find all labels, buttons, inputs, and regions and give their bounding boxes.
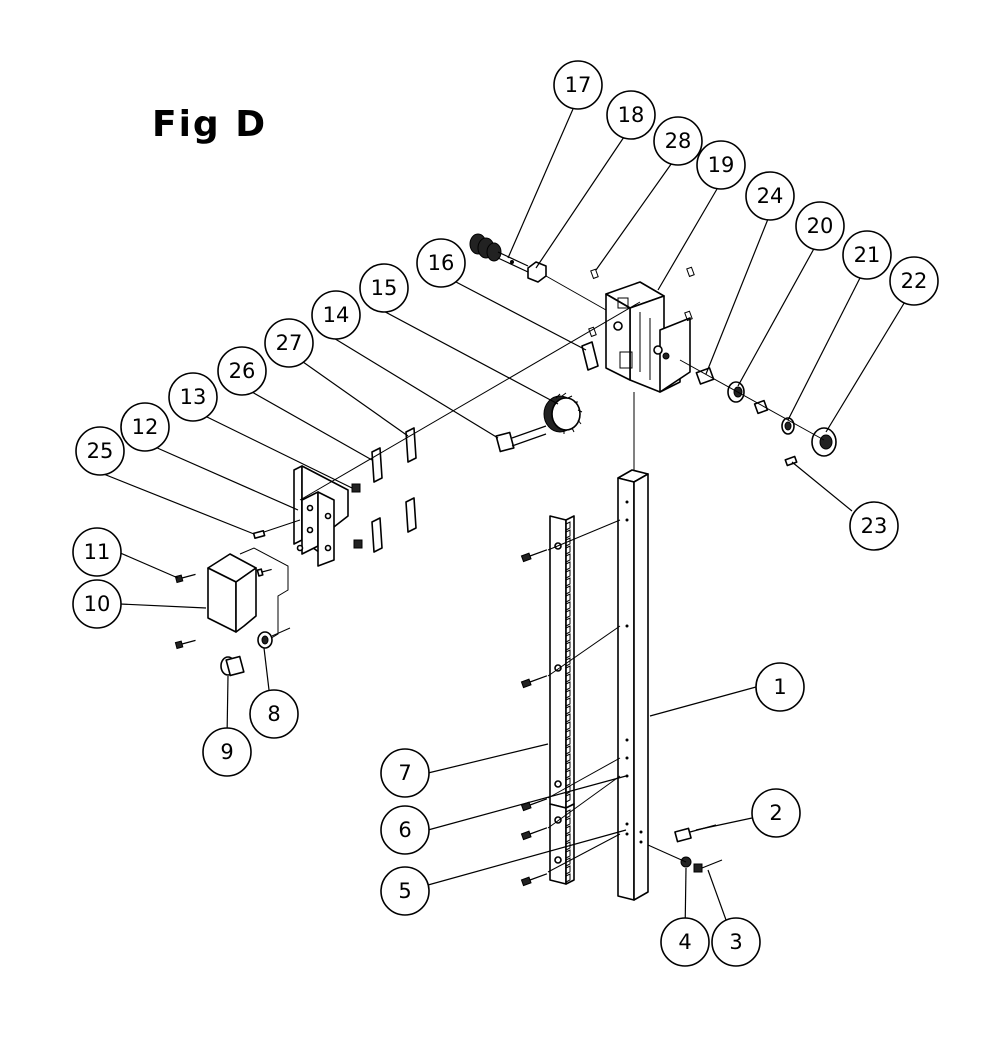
- callout-26-label: 26: [229, 359, 256, 383]
- callout-17: 17: [553, 60, 603, 110]
- callout-3: 3: [711, 917, 761, 967]
- callout-11-label: 11: [84, 540, 111, 564]
- callout-8: 8: [249, 689, 299, 739]
- callout-19: 19: [696, 140, 746, 190]
- callout-15: 15: [359, 263, 409, 313]
- parts-drawing: [174, 233, 837, 901]
- callout-3-label: 3: [729, 930, 742, 954]
- callout-23: 23: [849, 501, 899, 551]
- callout-15-label: 15: [371, 276, 398, 300]
- callout-5-label: 5: [398, 879, 411, 903]
- cover-10: [207, 553, 257, 633]
- callout-27: 27: [264, 318, 314, 368]
- callout-8-label: 8: [267, 702, 280, 726]
- callout-28-label: 28: [665, 129, 692, 153]
- callout-4-label: 4: [678, 930, 691, 954]
- callout-2: 2: [751, 788, 801, 838]
- callout-12-label: 12: [132, 415, 159, 439]
- callout-16: 16: [416, 238, 466, 288]
- callout-7: 7: [380, 748, 430, 798]
- callout-18: 18: [606, 90, 656, 140]
- callout-11: 11: [72, 527, 122, 577]
- callout-4: 4: [660, 917, 710, 967]
- column-part: [617, 469, 649, 901]
- callout-24-label: 24: [757, 184, 784, 208]
- rack-screws: [520, 549, 548, 887]
- knob-22: [811, 427, 837, 457]
- callout-22: 22: [889, 256, 939, 306]
- callout-26: 26: [217, 346, 267, 396]
- callout-28: 28: [653, 116, 703, 166]
- leader-lines: [80, 108, 907, 936]
- bracket-part: [605, 281, 691, 393]
- callout-18-label: 18: [618, 103, 645, 127]
- hex-nut-18: [527, 261, 547, 283]
- callout-19-label: 19: [708, 153, 735, 177]
- callout-7-label: 7: [398, 761, 411, 785]
- callout-21: 21: [842, 230, 892, 280]
- callout-22-label: 22: [901, 269, 928, 293]
- callout-16-label: 16: [428, 251, 455, 275]
- callout-13: 13: [168, 372, 218, 422]
- plate-12: [293, 465, 349, 567]
- pin-25: [252, 529, 266, 539]
- callout-12: 12: [120, 402, 170, 452]
- callout-6-label: 6: [398, 818, 411, 842]
- washer-8: [257, 631, 273, 649]
- callout-1: 1: [755, 662, 805, 712]
- callout-17-label: 17: [565, 73, 592, 97]
- nut-13: [351, 483, 361, 493]
- screw-11: [174, 573, 196, 584]
- key-16: [581, 341, 599, 371]
- callout-1-label: 1: [773, 675, 786, 699]
- rack-upper: [549, 515, 575, 809]
- callout-10-label: 10: [84, 592, 111, 616]
- callout-14: 14: [311, 290, 361, 340]
- callout-9-label: 9: [220, 740, 233, 764]
- callout-9: 9: [202, 727, 252, 777]
- rack-lower: [549, 803, 575, 885]
- callouts: 1 2 3 4 5 6 7 8 9 10 11 12 13 14 15 16 1…: [72, 60, 939, 967]
- gear-15: [543, 392, 583, 434]
- callout-24: 24: [745, 171, 795, 221]
- worm-shaft: [469, 233, 529, 273]
- callout-10: 10: [72, 579, 122, 629]
- pin-23: [784, 455, 798, 467]
- callout-21-label: 21: [854, 243, 881, 267]
- callout-13-label: 13: [180, 385, 207, 409]
- figure-title: Fig D: [152, 104, 268, 145]
- callout-6: 6: [380, 805, 430, 855]
- spacer-20: [727, 381, 769, 415]
- cap-screw-9: [220, 655, 245, 677]
- callout-5: 5: [380, 866, 430, 916]
- callout-14-label: 14: [323, 303, 350, 327]
- callout-25-label: 25: [87, 439, 114, 463]
- callout-23-label: 23: [861, 514, 888, 538]
- callout-2-label: 2: [769, 801, 782, 825]
- callout-20: 20: [795, 201, 845, 251]
- screw-3: [693, 859, 723, 873]
- bolt-14: [495, 425, 547, 453]
- callout-27-label: 27: [276, 331, 303, 355]
- callout-20-label: 20: [807, 214, 834, 238]
- callout-25: 25: [75, 426, 125, 476]
